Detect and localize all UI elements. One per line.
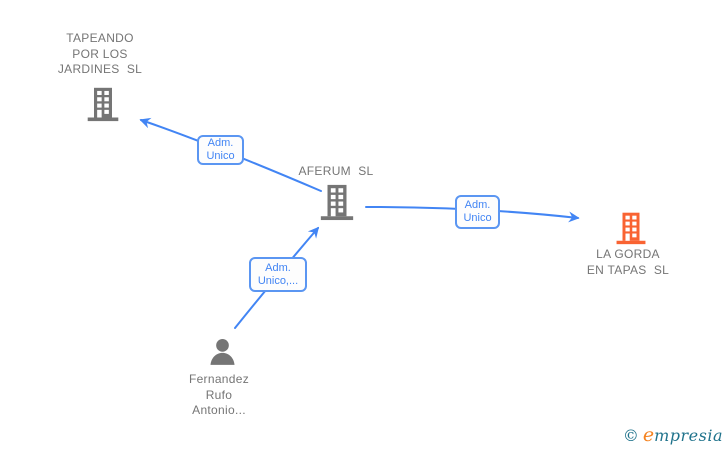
empresia-watermark: ©empresia (623, 424, 723, 446)
edge-label-aferum-lagorda: Adm. Unico (455, 195, 500, 229)
building-icon-aferum[interactable] (318, 183, 356, 221)
edge-label-aferum-tapeando: Adm. Unico (197, 135, 244, 165)
brand-name: mpresia (654, 426, 723, 445)
person-icon-fernandez[interactable] (203, 334, 242, 373)
node-label-lagorda: LA GORDA EN TAPAS SL (586, 247, 670, 277)
copyright-icon: © (622, 426, 639, 445)
building-icon-lagorda[interactable] (614, 211, 648, 245)
node-label-aferum: AFERUM SL (298, 164, 374, 178)
edge-label-fernandez-aferum: Adm. Unico,... (249, 257, 307, 292)
brand-letter: e (642, 424, 655, 446)
node-label-fernandez: Fernandez Rufo Antonio... (188, 372, 250, 417)
building-icon-tapeando[interactable] (85, 86, 121, 122)
node-label-tapeando: TAPEANDO POR LOS JARDINES SL (57, 31, 143, 76)
